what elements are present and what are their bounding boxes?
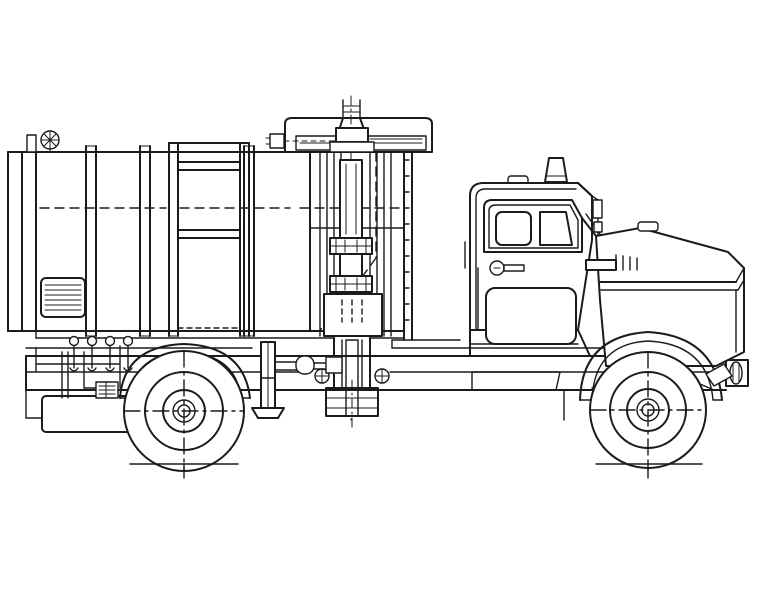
hood-belt-corner	[735, 267, 745, 283]
cab	[464, 157, 603, 391]
cab-window-band	[483, 199, 583, 253]
cab-window-front	[539, 211, 573, 246]
body-rib-mid	[139, 145, 151, 337]
cab-skirt-front	[577, 329, 591, 357]
beacon-light	[26, 130, 60, 153]
cab-window-rear	[495, 211, 532, 246]
cab-shell-inner	[475, 188, 577, 331]
ram-sleeve-mid	[339, 253, 363, 277]
packer-housing	[314, 95, 392, 431]
hood-marker-lamp	[637, 221, 659, 232]
hood	[585, 221, 745, 367]
ram-joint-2	[329, 275, 373, 293]
fender-brace-b	[699, 383, 715, 391]
cab-windshield-post	[581, 217, 597, 237]
lever-1[interactable]	[68, 335, 80, 372]
front-fender	[579, 331, 733, 401]
hood-belt-corner-b	[737, 279, 745, 291]
tow-hook	[705, 363, 733, 387]
cab-window-band-inner	[488, 204, 579, 249]
hood-hinge-strip	[585, 259, 617, 271]
lever-2[interactable]	[86, 335, 98, 372]
stabilizer-leg	[251, 341, 285, 419]
ram-sleeve-upper	[339, 159, 363, 239]
door-handle[interactable]	[489, 260, 525, 276]
cab-door-panel	[485, 287, 577, 345]
lever-3[interactable]	[104, 335, 116, 372]
rear-wheel	[123, 350, 245, 479]
front-wheel	[589, 351, 707, 479]
ram-guide-top-b	[329, 141, 375, 153]
ram-joint-1	[329, 237, 373, 255]
cab-step-recess	[471, 371, 561, 391]
ram-guide-top	[335, 127, 369, 143]
exhaust-stack	[544, 157, 568, 183]
mirror-arm	[591, 195, 603, 241]
side-ladder	[168, 142, 250, 337]
ram-lower-block	[323, 293, 383, 337]
ram-pivot-right	[374, 368, 390, 384]
linkage-rod-3	[83, 351, 101, 389]
cab-a-pillar	[577, 182, 593, 197]
hydraulic-cylinder	[275, 355, 343, 375]
control-levers	[35, 335, 143, 399]
hood-shell	[595, 227, 745, 367]
control-box	[95, 381, 119, 399]
vent-louver	[40, 277, 86, 318]
lever-4[interactable]	[122, 335, 134, 372]
